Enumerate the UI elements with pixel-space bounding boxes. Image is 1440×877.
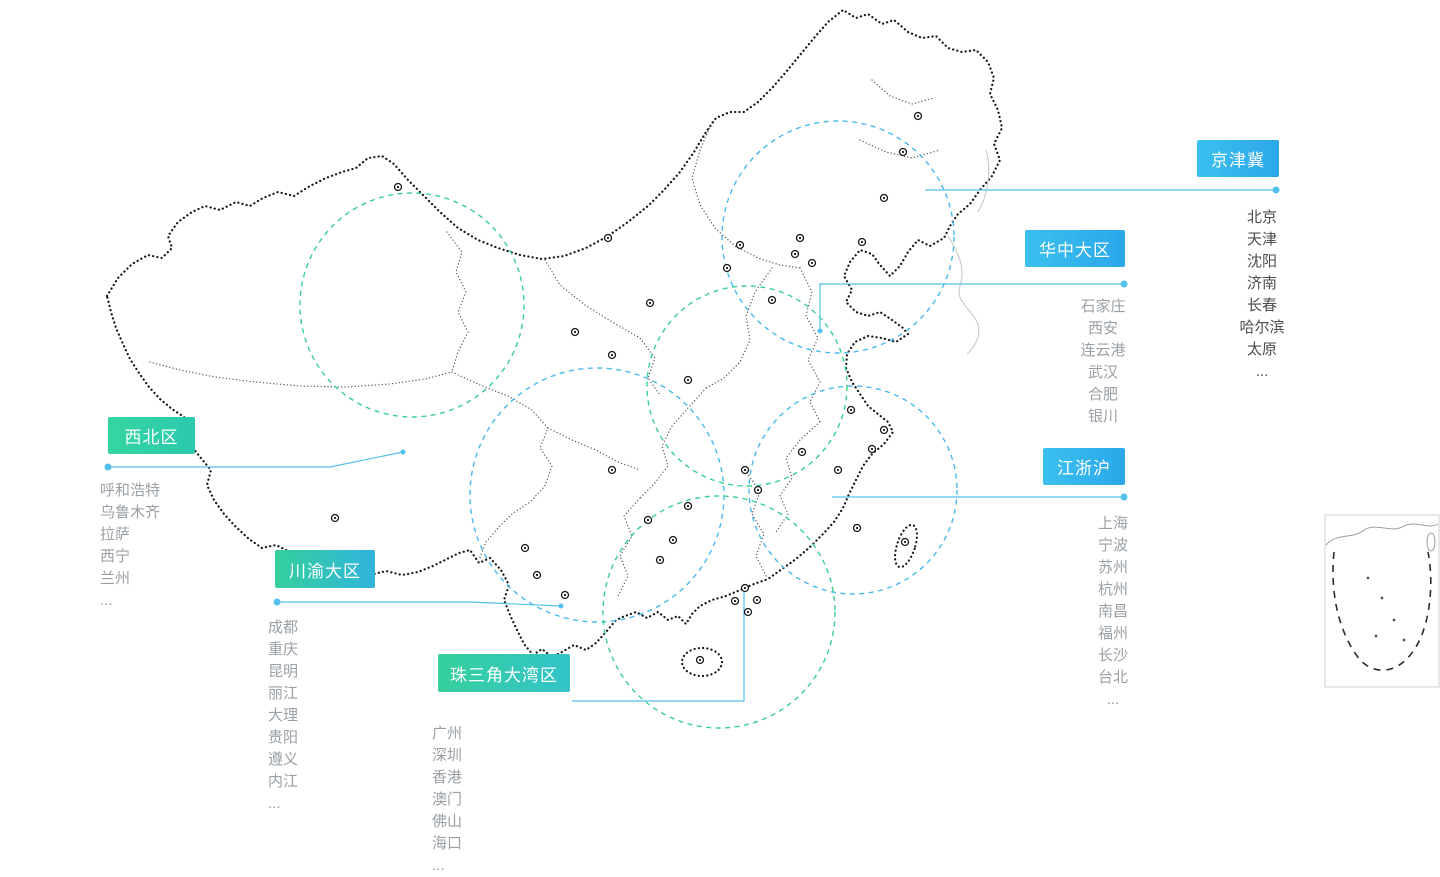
city-item: 西安: [1087, 320, 1118, 337]
city-item: 昆明: [268, 663, 299, 680]
city-list-chuanyu: 成都重庆昆明丽江大理贵阳遵义内江...: [268, 617, 368, 815]
city-item: ...: [432, 857, 445, 874]
city-item: 上海: [1097, 515, 1128, 532]
mainland-outline: [105, 8, 1004, 659]
city-item: 海口: [432, 835, 463, 852]
city-item: 广州: [432, 725, 463, 742]
hainan-island: [680, 646, 724, 678]
inset-border: [1324, 514, 1440, 688]
city-list-huazhong: 石家庄西安连云港武汉合肥银川: [1056, 296, 1150, 428]
city-item: 合肥: [1087, 386, 1118, 403]
city-markers: [330, 111, 923, 665]
city-item: 杭州: [1097, 581, 1128, 598]
connector-chuanyu: [277, 601, 562, 607]
region-badge-zhusanjiao[interactable]: 珠三角大湾区: [438, 654, 570, 692]
inset-islands: [1366, 576, 1406, 642]
city-item: 济南: [1246, 275, 1277, 292]
city-item: 长沙: [1097, 647, 1128, 664]
city-item: 沈阳: [1246, 253, 1277, 270]
city-item: 兰州: [100, 570, 131, 587]
city-item: 香港: [432, 769, 463, 786]
city-item: 西宁: [100, 548, 131, 565]
province-borders: [149, 79, 941, 597]
connector-huazhong: [819, 283, 1124, 331]
city-item: 大理: [268, 707, 299, 724]
connector-xibei: [108, 451, 404, 468]
city-list-jingjinji: 北京天津沈阳济南长春哈尔滨太原...: [1215, 207, 1309, 383]
city-item: 石家庄: [1080, 298, 1126, 315]
china-outline: [105, 8, 1004, 678]
circle-jingjinji: [721, 120, 955, 354]
city-item: ...: [268, 795, 281, 812]
city-item: 乌鲁木齐: [100, 504, 161, 521]
connector-lines: [108, 189, 1276, 702]
city-item: 长春: [1246, 297, 1277, 314]
city-item: 重庆: [268, 641, 299, 658]
city-item: 北京: [1246, 209, 1277, 226]
city-item: 贵阳: [268, 729, 299, 746]
city-item: 天津: [1246, 231, 1277, 248]
taiwan-island: [893, 523, 919, 569]
city-item: 成都: [268, 619, 299, 636]
city-item: 佛山: [432, 813, 463, 830]
city-item: ...: [1106, 691, 1120, 708]
circle-jiangzhehu: [748, 385, 958, 595]
neighbor-coastline: [947, 149, 990, 355]
circle-chuanyu: [469, 367, 725, 623]
inset-nine-dash-line: [1332, 551, 1432, 671]
region-badge-jiangzhehu[interactable]: 江浙沪: [1043, 448, 1125, 485]
connector-zhusanjiao: [572, 589, 745, 702]
city-item: 苏州: [1097, 559, 1128, 576]
city-item: 宁波: [1097, 537, 1128, 554]
city-list-jiangzhehu: 上海宁波苏州杭州南昌福州长沙台北...: [1066, 513, 1160, 711]
circle-xibei: [299, 192, 525, 418]
city-item: 南昌: [1097, 603, 1128, 620]
city-item: 福州: [1097, 625, 1128, 642]
city-item: 太原: [1246, 341, 1277, 358]
city-item: 澳门: [432, 791, 463, 808]
region-badge-chuanyu[interactable]: 川渝大区: [275, 550, 375, 588]
city-item: 遵义: [268, 751, 299, 768]
city-item: 银川: [1087, 408, 1118, 425]
inset-coastline: [1325, 523, 1439, 552]
city-item: 丽江: [268, 685, 299, 702]
city-item: ...: [1255, 363, 1269, 380]
city-item: 深圳: [432, 747, 463, 764]
region-badge-jingjinji[interactable]: 京津冀: [1197, 140, 1279, 177]
region-badge-xibei[interactable]: 西北区: [108, 417, 195, 454]
connector-dots: [104, 186, 1280, 609]
city-item: 呼和浩特: [100, 482, 161, 499]
circle-zhusanjiao: [602, 495, 836, 729]
city-item: 哈尔滨: [1239, 319, 1285, 336]
city-item: 武汉: [1087, 364, 1118, 381]
city-item: 连云港: [1080, 342, 1126, 359]
city-list-xibei: 呼和浩特乌鲁木齐拉萨西宁兰州...: [100, 480, 210, 612]
region-circles: [299, 120, 958, 729]
city-item: 台北: [1097, 669, 1128, 686]
circle-huazhong: [646, 285, 848, 487]
south-china-sea-inset: [1324, 514, 1440, 688]
city-item: 内江: [268, 773, 299, 790]
city-item: ...: [100, 592, 113, 609]
region-badge-huazhong[interactable]: 华中大区: [1025, 230, 1125, 267]
city-list-zhusanjiao: 广州深圳香港澳门佛山海口...: [432, 723, 542, 877]
city-item: 拉萨: [100, 526, 131, 543]
